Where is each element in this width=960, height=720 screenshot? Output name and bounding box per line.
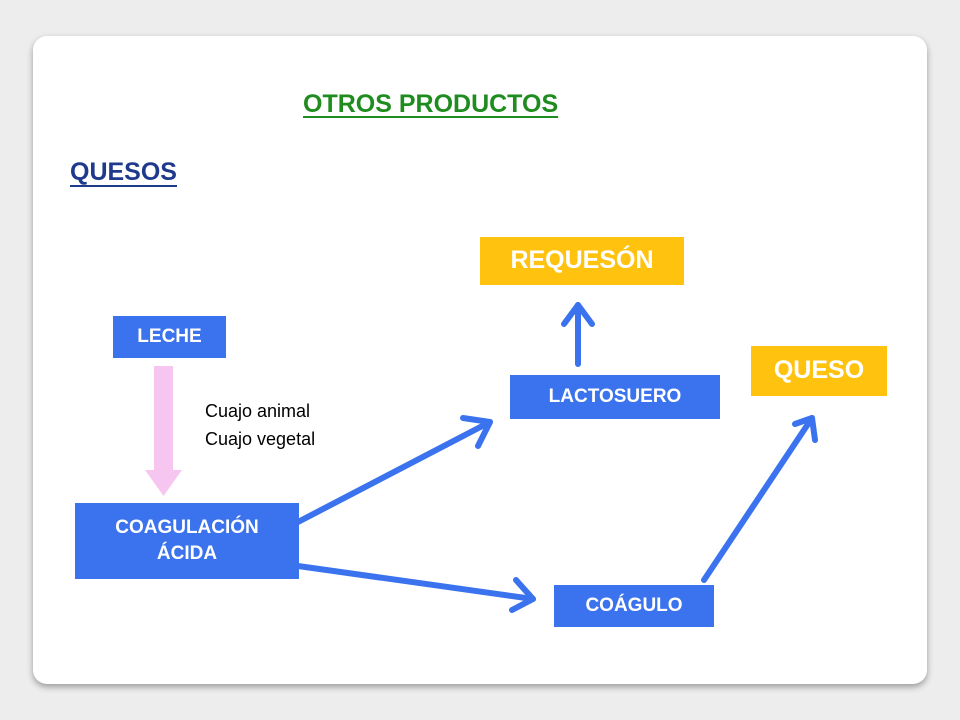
cuajo-vegetal-text: Cuajo vegetal bbox=[205, 429, 316, 449]
node-requeson-label: REQUESÓN bbox=[510, 246, 654, 275]
node-coagulo-label: COÁGULO bbox=[585, 595, 683, 617]
leche-to-coagulacion-arrow bbox=[145, 366, 182, 496]
lactosuero-to-requeson-arrow bbox=[561, 302, 595, 367]
cuajo-animal-text: Cuajo animal bbox=[205, 401, 311, 421]
node-queso-label: QUESO bbox=[773, 356, 865, 385]
node-queso: QUESO bbox=[751, 346, 887, 396]
slide-title: OTROS PRODUCTOS bbox=[303, 90, 559, 118]
node-leche: LECHE bbox=[113, 316, 226, 358]
section-subtitle: QUESOS bbox=[70, 158, 177, 186]
node-coagulo: COÁGULO bbox=[554, 585, 714, 627]
node-coagulacion-label-line2: ÁCIDA bbox=[156, 543, 218, 564]
coagulo-to-queso-arrow bbox=[701, 415, 818, 583]
cuajo-annotation: Cuajo animal Cuajo vegetal bbox=[205, 397, 315, 453]
node-lactosuero: LACTOSUERO bbox=[510, 375, 720, 419]
node-coagulacion-label-line1: COAGULACIÓN bbox=[115, 517, 259, 539]
node-lactosuero-label: LACTOSUERO bbox=[548, 386, 682, 408]
coagulacion-to-lactosuero-arrow bbox=[295, 415, 493, 525]
node-coagulacion-acida: COAGULACIÓN ÁCIDA bbox=[75, 503, 299, 579]
node-requeson: REQUESÓN bbox=[480, 237, 684, 285]
node-leche-label: LECHE bbox=[137, 326, 202, 348]
coagulacion-to-coagulo-arrow bbox=[295, 563, 536, 613]
